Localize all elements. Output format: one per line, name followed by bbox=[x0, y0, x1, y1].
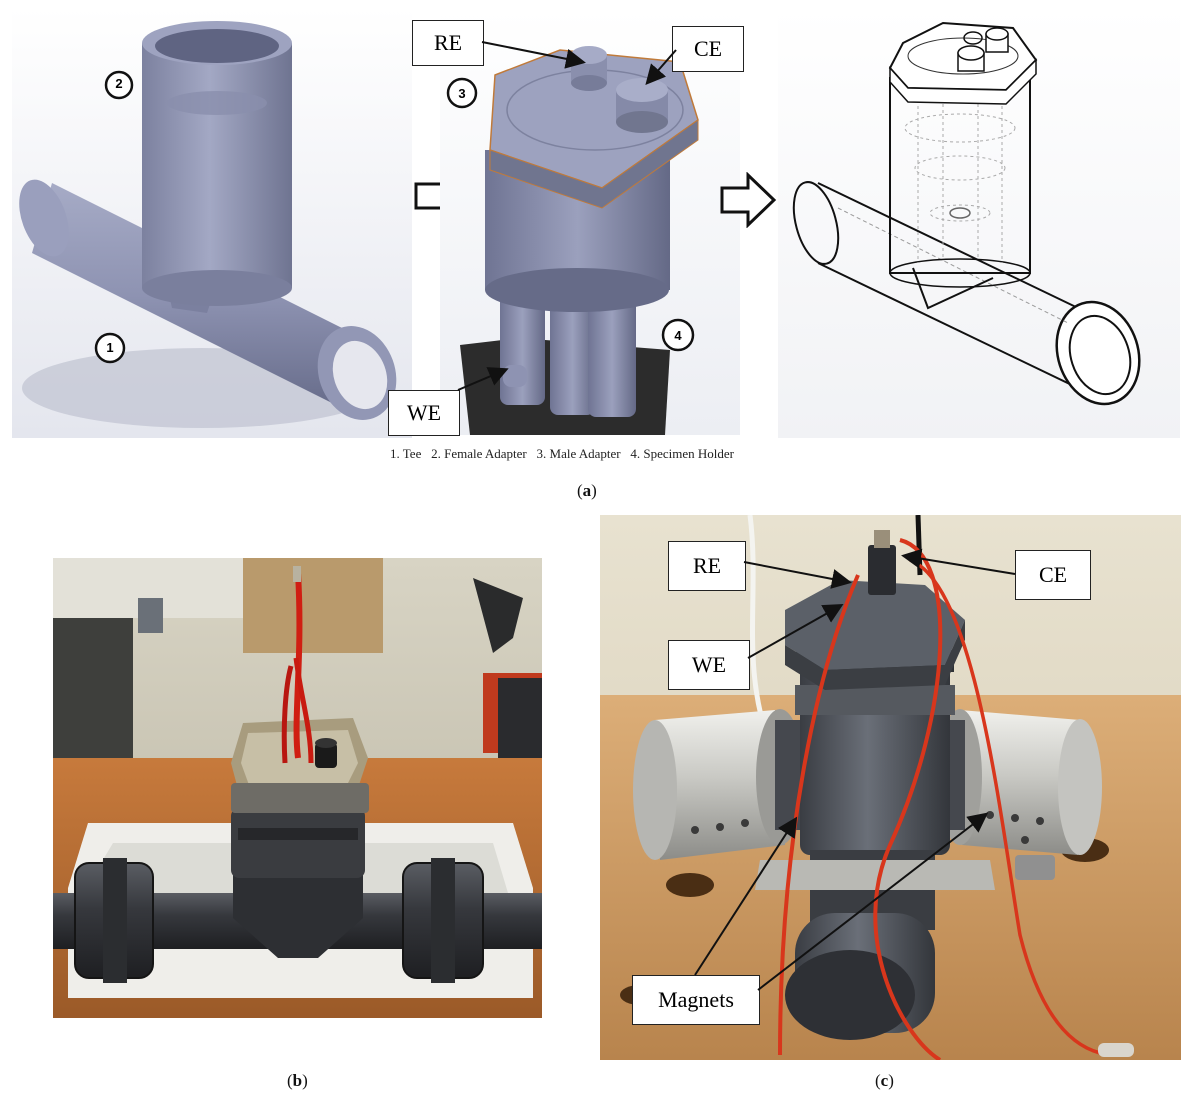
wireframe-assembly bbox=[778, 8, 1180, 438]
flow-arrow-icon bbox=[720, 172, 777, 228]
leader-lines-a bbox=[457, 41, 677, 391]
photo-label-ce: CE bbox=[1015, 550, 1091, 600]
part-number-1: 1 bbox=[106, 340, 114, 355]
caption-c: (c) bbox=[875, 1071, 894, 1091]
part-number-3: 3 bbox=[458, 86, 466, 101]
caption-paren: ) bbox=[302, 1071, 308, 1090]
cad-male-adapter-render bbox=[440, 10, 740, 435]
caption-paren: ( bbox=[577, 481, 583, 500]
photo-label-we: WE bbox=[668, 640, 750, 690]
panel-a: 2 1 bbox=[0, 0, 1191, 500]
caption-letter: a bbox=[582, 481, 592, 500]
parts-legend: 1. Tee 2. Female Adapter 3. Male Adapter… bbox=[390, 446, 734, 461]
caption-b: (b) bbox=[287, 1071, 308, 1091]
caption-letter: b bbox=[292, 1071, 303, 1090]
photo-label-magnets: Magnets bbox=[632, 975, 760, 1025]
cad-tee-render bbox=[12, 8, 412, 438]
caption-paren: ) bbox=[888, 1071, 894, 1090]
caption-paren: ) bbox=[591, 481, 597, 500]
label-ce: CE bbox=[672, 26, 744, 72]
caption-letter: c bbox=[880, 1071, 889, 1090]
part-number-2: 2 bbox=[115, 76, 123, 91]
leader-lines-c bbox=[694, 548, 1016, 991]
caption-paren: ( bbox=[875, 1071, 881, 1090]
photo-c bbox=[600, 515, 1181, 1060]
part-number-4: 4 bbox=[674, 328, 682, 343]
photo-label-re: RE bbox=[668, 541, 746, 591]
label-we: WE bbox=[388, 390, 460, 436]
caption-a: (a) bbox=[577, 481, 597, 501]
caption-paren: ( bbox=[287, 1071, 293, 1090]
photo-b bbox=[53, 558, 542, 1018]
